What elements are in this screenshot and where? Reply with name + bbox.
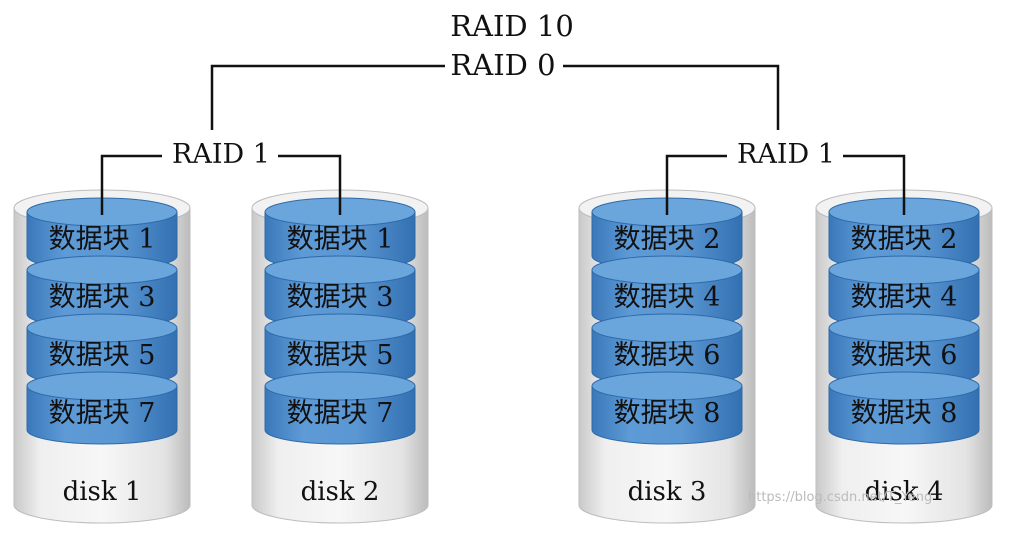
data-block-side bbox=[591, 385, 743, 445]
data-block-label: 数据块 8 bbox=[614, 398, 721, 429]
data-block-label: 数据块 3 bbox=[287, 282, 394, 313]
data-block-label: 数据块 1 bbox=[49, 224, 156, 255]
data-block-side bbox=[264, 385, 416, 445]
data-block-label: 数据块 7 bbox=[49, 398, 156, 429]
data-block-top bbox=[828, 371, 980, 401]
data-block: 数据块 3 bbox=[264, 255, 416, 329]
watermark: https://blog.csdn.net/T_Yeng bbox=[748, 490, 932, 505]
raid1-left-connector-right bbox=[278, 154, 342, 215]
raid1-left-connector-left bbox=[100, 154, 162, 215]
data-block-label: 数据块 4 bbox=[851, 282, 958, 313]
data-block: 数据块 5 bbox=[264, 313, 416, 387]
disk-1: 数据块 1 数据块 3 数据块 5 数据块 7 disk 1 bbox=[13, 189, 191, 524]
data-block: 数据块 7 bbox=[26, 371, 178, 445]
data-block-top bbox=[591, 313, 743, 343]
raid1-label-left: RAID 1 bbox=[172, 139, 270, 170]
raid1-label-right: RAID 1 bbox=[737, 139, 835, 170]
disk-label: disk 3 bbox=[628, 477, 707, 507]
data-block: 数据块 6 bbox=[591, 313, 743, 387]
disk-2: 数据块 1 数据块 3 数据块 5 数据块 7 disk 2 bbox=[251, 189, 429, 524]
data-block-top bbox=[828, 255, 980, 285]
data-block: 数据块 2 bbox=[828, 197, 980, 271]
data-block-label: 数据块 7 bbox=[287, 398, 394, 429]
raid0-connector-right bbox=[563, 64, 780, 130]
raid0-connector-left bbox=[210, 64, 445, 130]
data-block-label: 数据块 4 bbox=[614, 282, 721, 313]
data-block: 数据块 6 bbox=[828, 313, 980, 387]
raid10-label: RAID 10 bbox=[450, 9, 574, 43]
data-block-top bbox=[26, 313, 178, 343]
data-block-top bbox=[591, 371, 743, 401]
data-block-side bbox=[26, 385, 178, 445]
disk-3: 数据块 2 数据块 4 数据块 6 数据块 8 disk 3 bbox=[578, 189, 756, 524]
data-block-side bbox=[828, 385, 980, 445]
data-block-top bbox=[26, 255, 178, 285]
data-block-top bbox=[264, 255, 416, 285]
raid0-label: RAID 0 bbox=[450, 48, 555, 82]
data-block-label: 数据块 1 bbox=[287, 224, 394, 255]
data-block-label: 数据块 5 bbox=[287, 340, 394, 371]
disk-label: disk 1 bbox=[63, 477, 142, 507]
disk-4: 数据块 2 数据块 4 数据块 6 数据块 8 disk 4 bbox=[815, 189, 993, 524]
disk-label: disk 2 bbox=[301, 477, 380, 507]
data-block: 数据块 3 bbox=[26, 255, 178, 329]
data-block-label: 数据块 2 bbox=[614, 224, 721, 255]
data-block-top bbox=[828, 313, 980, 343]
disk-label: disk 4 bbox=[865, 477, 944, 507]
data-block: 数据块 8 bbox=[828, 371, 980, 445]
data-block: 数据块 4 bbox=[591, 255, 743, 329]
data-block-top bbox=[26, 371, 178, 401]
data-block-label: 数据块 6 bbox=[614, 340, 721, 371]
data-block-label: 数据块 5 bbox=[49, 340, 156, 371]
data-block-top bbox=[264, 313, 416, 343]
data-block: 数据块 5 bbox=[26, 313, 178, 387]
data-block-label: 数据块 2 bbox=[851, 224, 958, 255]
data-block: 数据块 8 bbox=[591, 371, 743, 445]
data-block-label: 数据块 3 bbox=[49, 282, 156, 313]
data-block-top bbox=[591, 255, 743, 285]
raid1-right-connector-left bbox=[665, 154, 727, 215]
data-block-top bbox=[264, 371, 416, 401]
raid1-right-connector-right bbox=[843, 154, 906, 215]
data-block: 数据块 7 bbox=[264, 371, 416, 445]
data-block-label: 数据块 6 bbox=[851, 340, 958, 371]
data-block-label: 数据块 8 bbox=[851, 398, 958, 429]
